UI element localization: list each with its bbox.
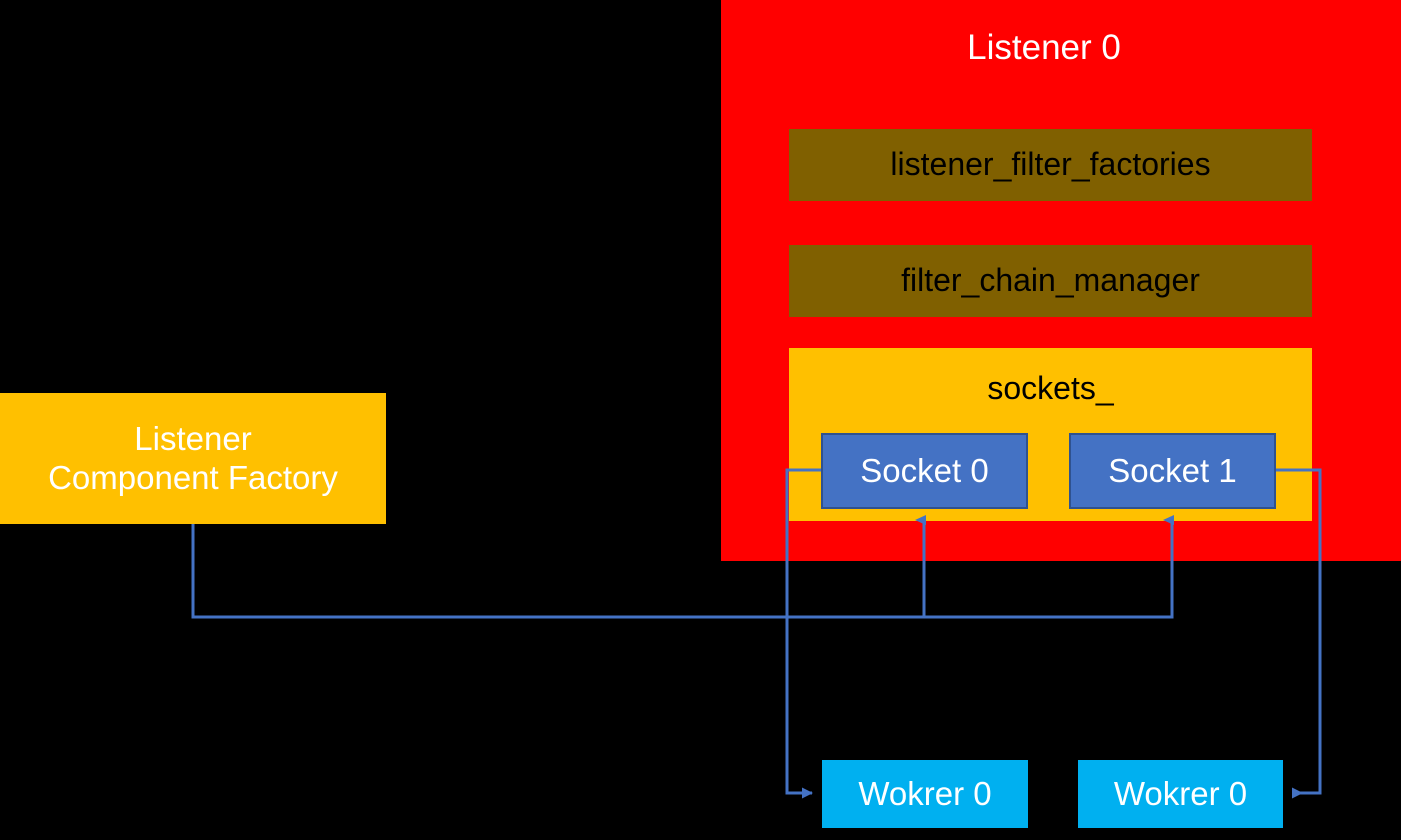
worker-1-box: Wokrer 0	[1078, 760, 1283, 828]
filter-chain-manager-box: filter_chain_manager	[789, 245, 1312, 317]
socket-0-box: Socket 0	[821, 433, 1028, 509]
worker-0-box: Wokrer 0	[822, 760, 1028, 828]
listener-title: Listener 0	[967, 28, 1121, 68]
listener-filter-factories-box: listener_filter_factories	[789, 129, 1312, 201]
socket-1-box: Socket 1	[1069, 433, 1276, 509]
sockets-title: sockets_	[987, 369, 1114, 406]
listener-component-factory-box: Listener Component Factory	[0, 393, 386, 524]
